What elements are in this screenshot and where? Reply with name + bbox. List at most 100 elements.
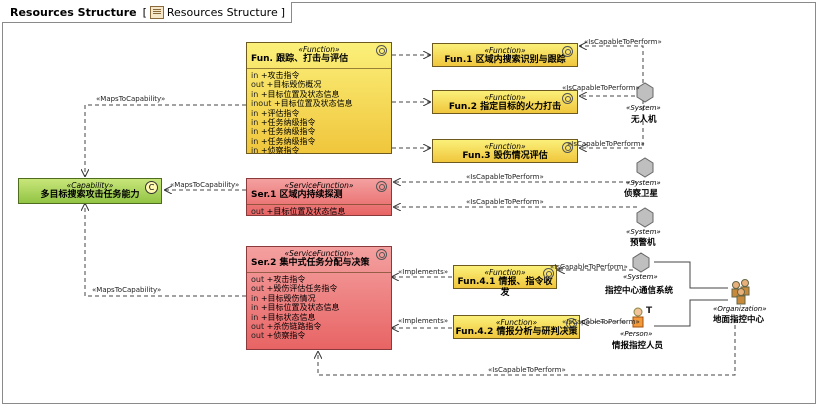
attribute-direction: in xyxy=(251,312,261,322)
stereotype-sat: «System» xyxy=(626,179,661,187)
attribute-direction: in xyxy=(251,146,261,156)
diagram-name-tag: [ Resources Structure ] xyxy=(142,5,286,19)
attribute-text: +任务纳级指令 xyxy=(260,136,316,146)
actor-awacs[interactable]: 预警机 xyxy=(630,238,656,248)
label-capable-sat: «IsCapableToPerform» xyxy=(466,173,544,181)
label-implements-f42: «Implements» xyxy=(398,317,449,325)
label-implements-f41: «Implements» xyxy=(398,268,449,276)
capability-icon: C xyxy=(145,181,158,194)
attribute-direction: in xyxy=(251,118,261,128)
attribute-text: +杀伤链路指令 xyxy=(266,322,322,332)
organization-icon xyxy=(731,279,750,305)
attribute-text: +评估指令 xyxy=(260,108,300,118)
attribute-row: out +目标毁伤概况 xyxy=(251,80,387,89)
function-f42[interactable]: «Function» Fun.4.2 情报分析与研判决策 xyxy=(453,315,580,339)
stereotype-uav: «System» xyxy=(626,104,661,112)
actor-person[interactable]: 情报指控人员 xyxy=(612,341,664,351)
attribute-direction: inout xyxy=(251,99,274,109)
attribute-text: +目标状态信息 xyxy=(260,312,316,322)
link-uav-f1 xyxy=(580,46,644,90)
attribute-text: +侦察指令 xyxy=(260,146,300,156)
stereotype: «Function» xyxy=(484,142,526,151)
gear-icon xyxy=(376,181,387,192)
function-name: Fun.4.2 情报分析与研判决策 xyxy=(455,327,578,337)
link-main-cap xyxy=(85,104,246,176)
attribute-direction: in xyxy=(251,89,261,99)
attribute-row: in +目标位置及状态信息 xyxy=(251,303,387,312)
attribute-row: in +目标位置及状态信息 xyxy=(251,90,387,99)
attribute-row: out +攻击指令 xyxy=(251,275,387,284)
actor-sat[interactable]: 侦察卫星 xyxy=(624,189,659,199)
link-org-comm xyxy=(654,261,728,289)
stereotype-awacs: «System» xyxy=(626,228,661,236)
stereotype: «ServiceFunction» xyxy=(284,181,354,190)
attribute-row: in +目标毁伤情况 xyxy=(251,294,387,303)
attribute-text: +毁伤评估任务指令 xyxy=(266,284,338,294)
capability-name: 多目标搜索攻击任务能力 xyxy=(40,190,140,200)
attribute-text: +目标位置及状态信息 xyxy=(260,303,340,313)
stereotype: «Capability» xyxy=(66,181,114,190)
attribute-row: in +任务纳级指令 xyxy=(251,127,387,136)
gear-icon xyxy=(376,45,387,56)
link-org-s2 xyxy=(318,318,736,376)
capability-box[interactable]: C «Capability» 多目标搜索攻击任务能力 xyxy=(18,178,162,204)
function-name: Fun. 跟踪、打击与评估 xyxy=(251,54,349,64)
actor-uav[interactable]: 无人机 xyxy=(631,115,657,125)
attribute-direction: in xyxy=(251,303,261,313)
actor-org[interactable]: 地面指控中心 xyxy=(713,315,765,325)
gear-icon xyxy=(562,142,573,153)
attribute-list: out +目标位置及状态信息 xyxy=(247,205,391,218)
gear-icon xyxy=(562,46,573,57)
attribute-row: in +侦察指令 xyxy=(251,146,387,155)
function-f2[interactable]: «Function» Fun.2 指定目标的火力打击 xyxy=(432,90,578,114)
link-org-person xyxy=(654,299,728,327)
label-capable-f3: «IsCapableToPerform» xyxy=(567,140,645,148)
stereotype: «Function» xyxy=(484,46,526,55)
label-capable-org: «IsCapableToPerform» xyxy=(488,366,566,374)
attribute-row: out +侦察指令 xyxy=(251,331,387,340)
attribute-row: in +任务纳级指令 xyxy=(251,118,387,127)
system-icon-comm xyxy=(632,252,650,273)
label-maps-main: «MapsToCapability» xyxy=(96,95,166,103)
stereotype: «ServiceFunction» xyxy=(284,249,354,258)
attribute-direction: in xyxy=(251,293,261,303)
attribute-text: +任务纳级指令 xyxy=(260,127,316,137)
attribute-row: inout +目标位置及状态信息 xyxy=(251,99,387,108)
function-f3[interactable]: «Function» Fun.3 毁伤情况评估 xyxy=(432,139,578,163)
stereotype-comm: «System» xyxy=(623,273,658,281)
diagram-tab[interactable]: Resources Structure [ Resources Structur… xyxy=(2,2,293,23)
actor-comm[interactable]: 指控中心通信系统 xyxy=(605,286,674,296)
label-capable-comm: «IsCapableToPerform» xyxy=(550,263,628,271)
system-icon-uav xyxy=(636,82,654,103)
attribute-text: +目标毁伤概况 xyxy=(266,80,322,90)
attribute-text: +任务纳级指令 xyxy=(260,118,316,128)
link-s2-cap xyxy=(85,204,246,297)
stereotype-org: «Organization» xyxy=(713,305,767,313)
function-name: Fun.4.1 情报、指令收发 xyxy=(457,277,553,298)
service-function-s2[interactable]: «ServiceFunction» Ser.2 集中式任务分配与决策 out +… xyxy=(246,246,392,350)
attribute-direction: in xyxy=(251,71,261,80)
label-capable-awacs: «IsCapableToPerform» xyxy=(466,198,544,206)
stereotype: «Function» xyxy=(484,93,526,102)
attribute-text: +目标毁伤情况 xyxy=(260,293,316,303)
link-uav-f3 xyxy=(580,100,644,148)
stereotype-person: «Person» xyxy=(620,330,653,338)
label-maps-s2: «MapsToCapability» xyxy=(92,286,162,294)
stereotype: «Function» xyxy=(495,318,538,327)
attribute-direction: in xyxy=(251,136,261,146)
attribute-direction: out xyxy=(251,275,267,284)
attribute-row: in +任务纳级指令 xyxy=(251,137,387,146)
attribute-text: +攻击指令 xyxy=(260,71,300,80)
attribute-direction: in xyxy=(251,108,261,118)
attribute-row: out +目标位置及状态信息 xyxy=(251,207,387,216)
function-f41[interactable]: «Function» Fun.4.1 情报、指令收发 xyxy=(453,265,557,298)
function-f1[interactable]: «Function» Fun.1 区域内搜索识别与跟踪 xyxy=(432,43,578,67)
label-capable-f1: «IsCapableToPerform» xyxy=(584,38,662,46)
label-capable-person: «IsCapableToPerform» xyxy=(562,318,640,326)
service-function-s1[interactable]: «ServiceFunction» Ser.1 区域内持续探测 out +目标位… xyxy=(246,178,392,216)
attribute-direction: out xyxy=(251,322,267,332)
